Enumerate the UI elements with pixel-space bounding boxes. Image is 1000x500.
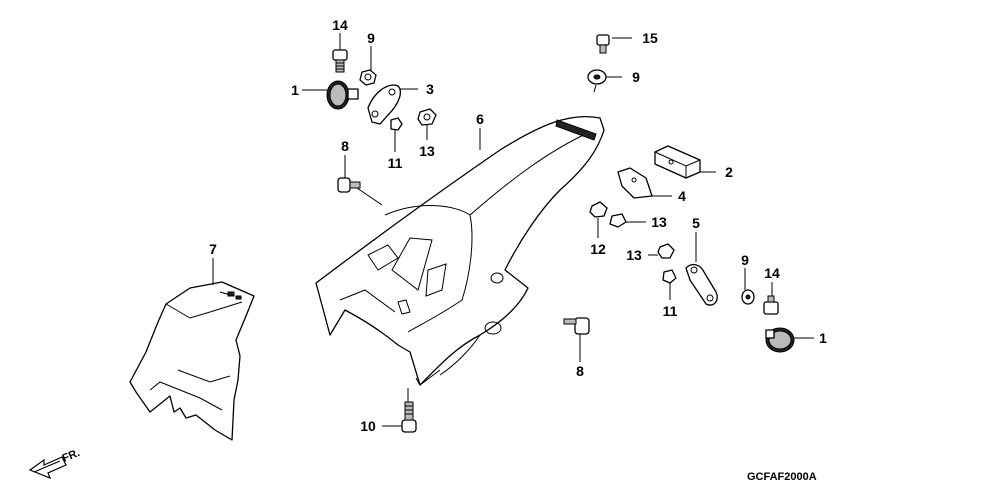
callout-13-left: 13 (419, 143, 435, 159)
nut-12-part (589, 201, 608, 218)
callout-7: 7 (209, 241, 217, 257)
reflector-1-left-part (326, 80, 359, 110)
bolt-14-top-part (332, 49, 348, 73)
nut-9-top-part (359, 69, 377, 86)
washer-9-lower-part (741, 289, 755, 305)
bracket-4-part (617, 167, 653, 199)
callout-11-left: 11 (388, 155, 403, 171)
callout-15: 15 (642, 30, 658, 46)
reflector-1-right-part (765, 327, 795, 353)
callout-9-top: 9 (367, 30, 375, 46)
callout-5: 5 (692, 215, 700, 231)
callout-6: 6 (476, 111, 484, 127)
bolt-8-lower-part (563, 317, 590, 335)
callout-8-lower: 8 (576, 363, 584, 379)
bolt-14-lower-part (763, 295, 779, 315)
bracket-5-part (685, 263, 718, 306)
nut-11-left-part (390, 117, 403, 131)
bolt-15-part (596, 34, 610, 54)
callout-14-top: 14 (332, 17, 348, 33)
leader-lines (212, 33, 814, 427)
nut-13-lower-part (657, 243, 675, 259)
nut-13-left-part (417, 108, 437, 126)
bracket-3-part (367, 84, 402, 125)
callout-11-right: 11 (663, 303, 678, 319)
front-direction-label: FR. (61, 447, 82, 465)
callout-labels: 14 9 1 3 11 13 8 6 15 9 2 4 13 12 5 13 1… (209, 17, 827, 434)
callout-9-lower: 9 (741, 252, 749, 268)
callout-2: 2 (725, 164, 733, 180)
callout-1-left: 1 (291, 82, 299, 98)
nut-11-right-part (662, 269, 677, 284)
bolt-8-left-part (337, 177, 361, 193)
callout-12: 12 (590, 241, 606, 257)
rubber-2-part (654, 145, 701, 179)
callout-13-right: 13 (651, 214, 667, 230)
callout-8-left: 8 (341, 138, 349, 154)
rear-fender-part (315, 115, 605, 386)
diagram-code: GCFAF2000A (747, 471, 817, 483)
callout-4: 4 (678, 188, 686, 204)
callout-13-lower: 13 (626, 247, 642, 263)
nut-13-right-part (609, 213, 627, 228)
front-direction-arrow: FR. (28, 447, 82, 480)
callout-14-lower: 14 (764, 265, 780, 281)
callout-1-right: 1 (819, 330, 827, 346)
callout-3: 3 (426, 81, 434, 97)
screw-10-part (401, 401, 417, 433)
callout-9-right: 9 (632, 69, 640, 85)
callout-10: 10 (360, 418, 376, 434)
inner-fender-part (129, 281, 255, 441)
washer-9-right-part (587, 69, 607, 85)
